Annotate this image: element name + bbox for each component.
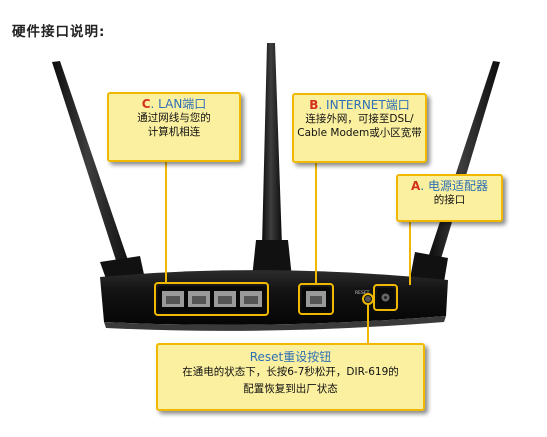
lan-callout-letter: C <box>141 97 151 111</box>
reset-button-callout: Reset重设按钮 在通电的状态下，长按6-7秒松开，DIR-619的 配置恢复… <box>156 343 425 411</box>
internet-callout-letter: B <box>309 98 319 112</box>
lan-callout-title: . LAN端口 <box>150 97 207 111</box>
lan-callout-body: 通过网线与您的 计算机相连 <box>137 112 211 138</box>
power-callout-letter: A <box>411 179 421 193</box>
lan-port-callout: C. LAN端口 通过网线与您的 计算机相连 <box>107 92 241 162</box>
highlight-frames <box>154 160 411 343</box>
internet-port <box>302 287 330 311</box>
middle-antenna <box>252 43 292 278</box>
internet-callout-body: 连接外网，可接至DSL/ Cable Modem或小区宽带 <box>297 113 422 139</box>
reset-callout-title: Reset重设按钮 <box>249 350 332 364</box>
power-callout-body: 的接口 <box>433 194 466 206</box>
lan-ports <box>158 286 266 312</box>
lan-callout-heading: C. LAN端口 <box>109 97 239 111</box>
power-highlight <box>373 284 398 311</box>
page-title: 硬件接口说明: <box>12 24 106 40</box>
internet-callout-title: . INTERNET端口 <box>318 98 410 112</box>
power-port-callout: A. 电源适配器 的接口 <box>396 174 503 222</box>
reset-hole <box>365 296 371 302</box>
internet-port-callout: B. INTERNET端口 连接外网，可接至DSL/ Cable Modem或小… <box>292 93 427 163</box>
power-callout-heading: A. 电源适配器 <box>398 179 501 193</box>
power-port <box>377 288 394 307</box>
reset-callout-body: 在通电的状态下，长按6-7秒松开，DIR-619的 配置恢复到出厂状态 <box>182 366 399 395</box>
reset-port-label: RESET <box>355 290 370 296</box>
router-body <box>100 270 448 331</box>
lan-highlight <box>154 282 269 316</box>
power-callout-title: . 电源适配器 <box>420 179 488 193</box>
internet-callout-heading: B. INTERNET端口 <box>294 98 425 112</box>
